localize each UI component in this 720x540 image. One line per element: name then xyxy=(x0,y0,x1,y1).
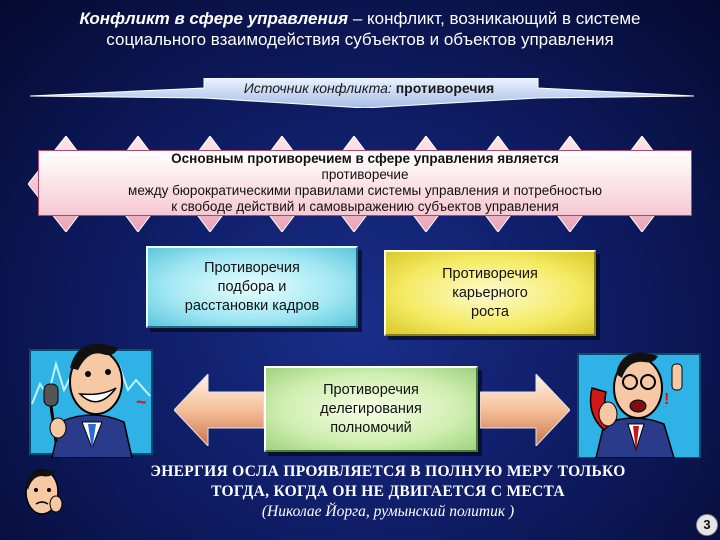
card-career-line3: роста xyxy=(471,303,509,320)
source-colon: : xyxy=(387,80,396,96)
card-delegation-text: Противоречия делегирования полномочий xyxy=(320,381,422,438)
speaker-with-microphone-icon: ~ xyxy=(29,343,153,458)
main-heading: Основным противоречием в сфере управлени… xyxy=(171,151,559,166)
card-delegation: Противоречия делегирования полномочий xyxy=(264,366,478,452)
main-line1: противоречие xyxy=(321,167,409,182)
main-contradiction-box: Основным противоречием в сфере управлени… xyxy=(38,150,692,216)
svg-text:!: ! xyxy=(664,391,669,408)
card-career-text: Противоречия карьерного роста xyxy=(442,265,538,322)
card-delegation-line3: полномочий xyxy=(330,419,412,436)
man-on-phone-icon: ! xyxy=(577,352,701,458)
source-value: противоречия xyxy=(395,80,495,96)
card-career-line1: Противоречия xyxy=(442,265,538,282)
title-line2: социального взаимодействия субъектов и о… xyxy=(106,30,614,49)
card-career-line2: карьерного xyxy=(452,284,528,301)
card-delegation-line1: Противоречия xyxy=(323,381,419,398)
card-personnel-selection: Противоречия подбора и расстановки кадро… xyxy=(146,246,358,328)
quote-author: (Николае Йорга, румынский политик ) xyxy=(261,503,515,520)
title-definition: – конфликт, возникающий в системе xyxy=(348,9,641,28)
card-personnel-line3: расстановки кадров xyxy=(184,297,320,314)
source-of-conflict: Источник конфликта: противоречия xyxy=(204,80,534,96)
svg-text:~: ~ xyxy=(136,392,147,412)
right-arrow-icon xyxy=(480,374,570,446)
quote-line1: ЭНЕРГИЯ ОСЛА ПРОЯВЛЯЕТСЯ В ПОЛНУЮ МЕРУ Т… xyxy=(150,463,626,480)
source-label: Источник конфликта xyxy=(243,80,388,96)
quote-line2: ТОГДА, КОГДА ОН НЕ ДВИГАЕТСЯ С МЕСТА xyxy=(211,483,565,500)
left-arrow-icon xyxy=(174,374,264,446)
card-personnel-line1: Противоречия xyxy=(204,259,300,276)
slide-title: Конфликт в сфере управления – конфликт, … xyxy=(10,8,710,50)
thinking-face-icon xyxy=(25,469,63,515)
page-number-badge: 3 xyxy=(696,514,718,536)
source-banner-shape xyxy=(30,78,694,108)
main-line3: к свободе действий и самовыражению субъе… xyxy=(171,199,559,214)
card-career-growth: Противоречия карьерного роста xyxy=(384,250,596,336)
main-line2: между бюрократическими правилами системы… xyxy=(128,183,602,198)
title-term: Конфликт в сфере управления xyxy=(79,9,349,28)
card-personnel-text: Противоречия подбора и расстановки кадро… xyxy=(185,259,319,316)
quote-block: ЭНЕРГИЯ ОСЛА ПРОЯВЛЯЕТСЯ В ПОЛНУЮ МЕРУ Т… xyxy=(98,462,678,522)
card-delegation-line2: делегирования xyxy=(320,400,422,417)
card-personnel-line2: подбора и xyxy=(217,278,287,295)
